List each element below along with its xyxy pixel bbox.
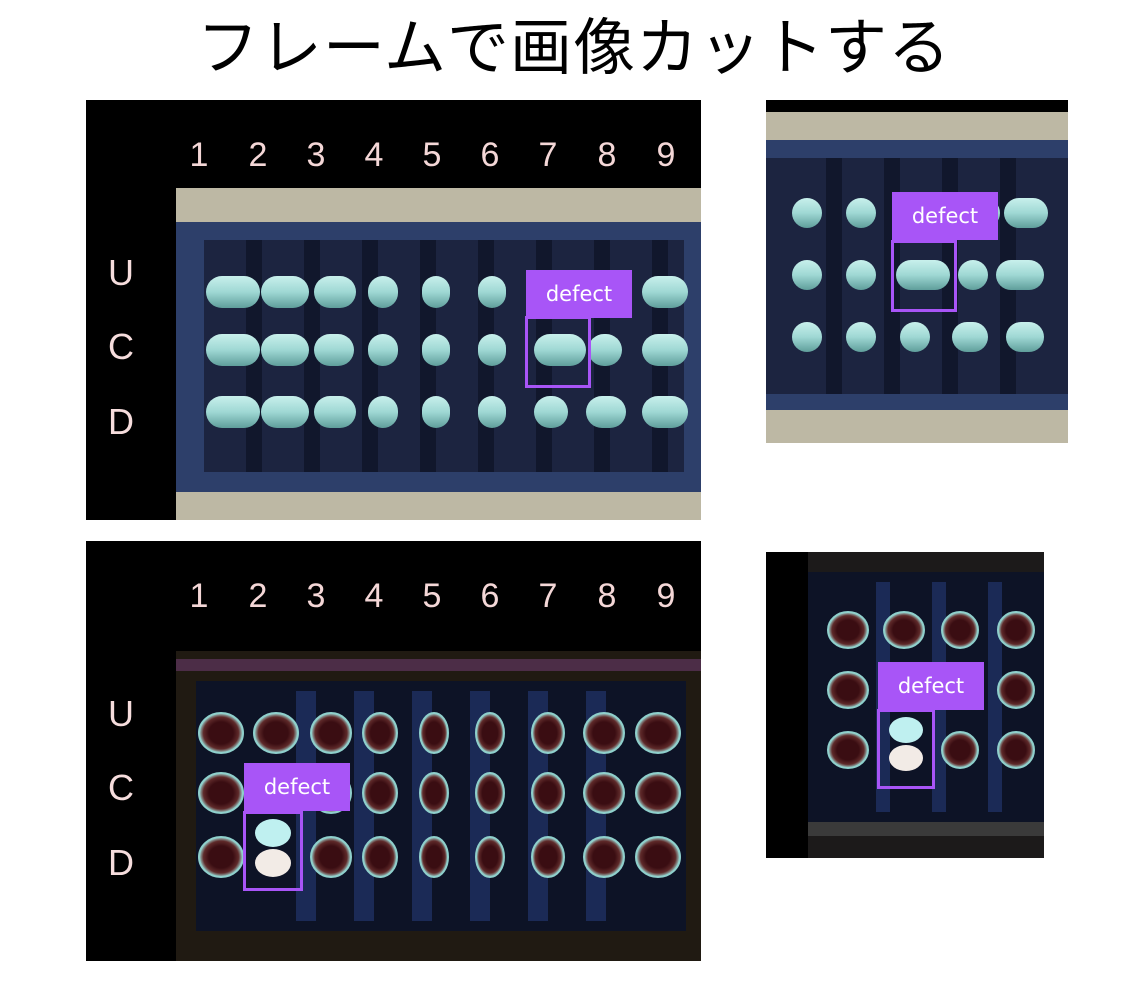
tray-image-bright: [176, 188, 701, 520]
column-number: 4: [364, 577, 384, 615]
row-label: C: [108, 767, 134, 808]
column-number: 2: [248, 577, 268, 615]
defect-cylinder: [255, 819, 291, 877]
column-number: 2: [248, 136, 268, 174]
column-number: 7: [538, 136, 558, 174]
panel-top-cropped: defect: [766, 100, 1068, 443]
panel-top-full-grid: 1 2 3 4 5 6 7 8 9 U C D defect: [86, 100, 701, 520]
column-number: 5: [422, 136, 442, 174]
defect-label: defect: [892, 192, 998, 240]
row-label: U: [108, 252, 134, 293]
column-number: 3: [306, 577, 326, 615]
panel-bottom-full-grid: 1 2 3 4 5 6 7 8 9 U C D defect: [86, 541, 701, 961]
column-number: 3: [306, 136, 326, 174]
row-label: C: [108, 326, 134, 367]
defect-label: defect: [526, 270, 632, 318]
column-number: 4: [364, 136, 384, 174]
column-number: 5: [422, 577, 442, 615]
panel-bottom-cropped: defect: [766, 552, 1044, 858]
column-number: 1: [189, 136, 209, 174]
column-number: 6: [480, 577, 500, 615]
defect-bounding-box: [891, 240, 957, 312]
row-label: D: [108, 401, 134, 442]
column-number: 1: [189, 577, 209, 615]
defect-bounding-box: [525, 316, 591, 388]
defect-bounding-box: [243, 811, 303, 891]
cylinder-grid: [206, 276, 688, 428]
row-label: U: [108, 693, 134, 734]
column-number: 8: [597, 136, 617, 174]
column-number: 9: [656, 577, 676, 615]
defect-bounding-box: [877, 709, 935, 789]
defect-label: defect: [244, 763, 350, 811]
column-number: 6: [480, 136, 500, 174]
defect-label: defect: [878, 662, 984, 710]
row-label: D: [108, 842, 134, 883]
column-number: 8: [597, 577, 617, 615]
page-title: フレームで画像カットする: [196, 11, 952, 84]
column-number: 7: [538, 577, 558, 615]
column-number: 9: [656, 136, 676, 174]
